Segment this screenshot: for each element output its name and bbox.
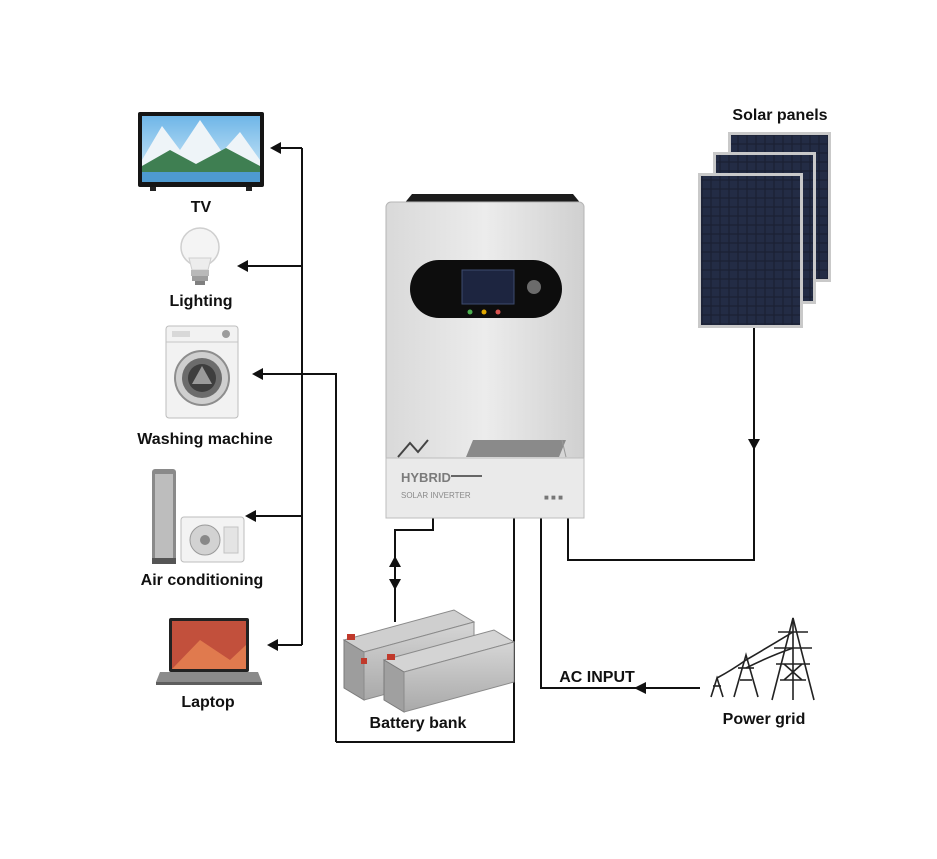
light-bulb-icon (180, 227, 220, 285)
inverter-icon: ■ ■ ■ (385, 194, 585, 519)
washing-machine-label: Washing machine (137, 431, 273, 448)
air-conditioner-icon (152, 469, 245, 564)
battery-icon (342, 609, 516, 713)
solar-panels-label: Solar panels (732, 107, 827, 124)
solar-panel-icon (698, 132, 831, 328)
washing-machine-icon (165, 325, 239, 419)
battery-wire (389, 518, 434, 622)
air-conditioning-label: Air conditioning (141, 572, 264, 589)
power-tower-icon (710, 617, 815, 701)
laptop-label: Laptop (181, 694, 235, 711)
inverter-brand-text: HYBRID (401, 470, 451, 485)
tv-icon (138, 112, 264, 191)
power-grid-label: Power grid (723, 711, 806, 728)
battery-bank-label: Battery bank (370, 715, 467, 732)
ac-input-label: AC INPUT (559, 669, 635, 686)
tv-label: TV (191, 199, 212, 216)
ac-input-wire (540, 518, 700, 694)
inverter-sub-text: SOLAR INVERTER (401, 491, 471, 500)
load-bus-wire (237, 142, 303, 651)
lighting-label: Lighting (169, 293, 232, 310)
laptop-icon (156, 618, 262, 685)
washing-machine-wire (252, 368, 337, 742)
svg-text:■ ■ ■: ■ ■ ■ (544, 493, 563, 502)
solar-wire (567, 327, 760, 561)
output-return-wire (336, 518, 515, 743)
